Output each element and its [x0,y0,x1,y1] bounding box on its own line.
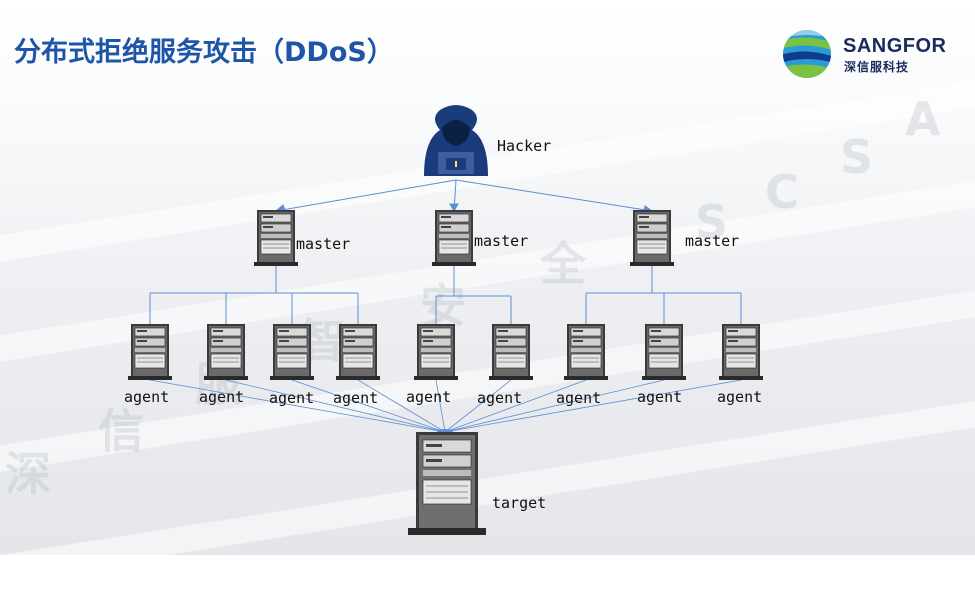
agent-to-target-line [149,379,446,433]
agent-label: agent [406,388,452,406]
agent-to-target-line [444,379,742,433]
watermark-char: 全 [540,237,586,291]
agent-servers [127,323,764,381]
agent-label: agent [637,388,683,406]
agent-label: agent [556,389,602,407]
server-icon [269,323,315,381]
arrowhead [449,203,459,213]
master-label: master [474,232,529,250]
server-icon [253,209,299,267]
server-icon [335,323,381,381]
agent-to-target-line [444,379,587,433]
server-icon [203,323,249,381]
server-tower-icon [408,432,486,535]
agent-label: agent [199,388,245,406]
watermark-char: A [905,92,941,146]
master-label: master [296,235,351,253]
target-label: target [492,494,547,512]
hacker-to-master-line [275,179,457,212]
server-icon [629,209,675,267]
server-icon [488,323,534,381]
server-icon [413,323,459,381]
watermark-char: S [695,195,729,249]
server-icon [431,209,477,267]
agent-to-target-line [291,379,446,433]
sangfor-logo: SANGFOR 深信服科技 [781,28,961,80]
agent-label: agent [269,389,315,407]
watermark-char: 深 [5,447,51,501]
agent-label: agent [717,388,763,406]
watermark-char: C [765,165,799,219]
sangfor-globe-icon [783,30,831,78]
master-label: master [685,232,740,250]
target-server [408,432,486,535]
hierarchy-lines [149,179,742,326]
brand-name: SANGFOR [843,35,947,57]
server-icon [127,323,173,381]
agent-to-target-line [225,379,446,433]
agent-to-target-line [444,379,512,433]
hacker-node [424,105,488,176]
brand-subtitle: 深信服科技 [844,60,910,74]
agent-label: agent [124,388,170,406]
agent-label: agent [333,389,379,407]
hacker-icon [424,105,488,176]
ddos-diagram [127,105,764,535]
agent-to-target-line [435,379,446,433]
page-title: 分布式拒绝服务攻击（DDoS） [14,37,394,68]
agent-label: agent [477,389,523,407]
agent-to-target-line [444,379,665,433]
server-icon [641,323,687,381]
server-icon [563,323,609,381]
watermark-char: S [840,130,874,184]
hacker-to-master-line [455,179,653,212]
watermark-char: 信 [98,404,144,458]
hacker-label: Hacker [497,137,552,155]
server-icon [718,323,764,381]
agent-to-target-line [357,379,446,433]
